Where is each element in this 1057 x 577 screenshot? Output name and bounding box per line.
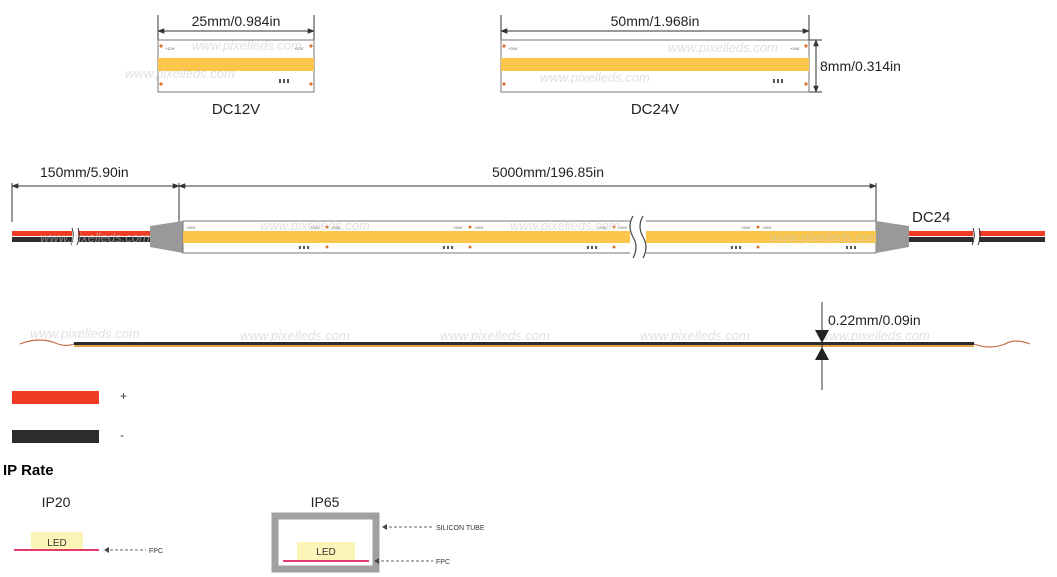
ip65-tube-label: SILICON TUBE	[436, 525, 485, 532]
strip-dc12v-voltage: DC12V	[212, 101, 260, 118]
legend-swatch-positive	[12, 391, 99, 404]
strip-profile: www.pixelleds.com www.pixelleds.com www.…	[19, 302, 1031, 390]
ip20-diagram: IP20 LED FPC	[14, 494, 163, 555]
ip65-diagram: IP65 LED SILICON TUBE FPC	[271, 494, 485, 573]
watermark: www.pixelleds.com	[125, 66, 235, 81]
long-strip-marking: +24V	[474, 225, 484, 230]
watermark: www.pixelleds.com	[820, 328, 930, 343]
ip20-led-label: LED	[47, 538, 66, 549]
strip-length: 5000mm/196.85in	[492, 164, 604, 180]
watermark: www.pixelleds.com	[510, 218, 620, 233]
watermark: www.pixelleds.com	[30, 326, 140, 341]
watermark: www.pixelleds.com	[192, 38, 302, 53]
long-strip-marking: +24V	[597, 225, 607, 230]
strip-dc24v-voltage: DC24V	[631, 101, 679, 118]
legend-positive-symbol: +	[120, 389, 128, 403]
strip-dc24v-marking-left: +24V	[508, 46, 518, 51]
legend-negative-symbol: -	[120, 428, 124, 442]
wire-legend	[12, 391, 99, 443]
strip-dc12v-length: 25mm/0.984in	[192, 13, 281, 29]
long-strip-marking: +24V	[741, 225, 751, 230]
strip-dc12v-marking-right: +12V	[294, 46, 304, 51]
watermark: www.pixelleds.com	[770, 230, 880, 245]
long-strip: 150mm/5.90in 5000mm/196.85in +24V +24V +…	[11, 164, 1045, 259]
ip65-fpc-label: FPC	[436, 559, 450, 566]
ip20-label: IP20	[42, 494, 71, 510]
ip65-led-label: LED	[316, 547, 335, 558]
watermark: www.pixelleds.com	[668, 40, 778, 55]
strip-dc24v-marking-right: +24V	[790, 46, 800, 51]
long-strip-voltage: DC24	[912, 209, 950, 226]
watermark: www.pixelleds.com	[40, 230, 150, 245]
ip-rate-heading: IP Rate	[3, 462, 54, 479]
ip20-fpc-label: FPC	[149, 548, 163, 555]
long-strip-marking: +24V	[186, 225, 196, 230]
ip65-label: IP65	[311, 494, 340, 510]
profile-thickness: 0.22mm/0.09in	[828, 312, 921, 328]
strip-dc12v: 25mm/0.984in +12V +12V www.pixelleds.com…	[125, 13, 315, 118]
long-strip-marking: +24V	[310, 225, 320, 230]
watermark: www.pixelleds.com	[440, 328, 550, 343]
strip-dc24v-width: 8mm/0.314in	[820, 58, 901, 74]
strip-dc24v: 50mm/1.968in +24V +24V www.pixelleds.com…	[500, 13, 901, 118]
long-strip-marking: +24V	[762, 225, 772, 230]
strip-dc12v-marking-left: +12V	[165, 46, 175, 51]
watermark: www.pixelleds.com	[260, 218, 370, 233]
legend-swatch-negative	[12, 430, 99, 443]
long-strip-marking: +24V	[331, 225, 341, 230]
long-strip-marking: +24V	[618, 225, 628, 230]
watermark: www.pixelleds.com	[540, 70, 650, 85]
watermark: www.pixelleds.com	[240, 328, 350, 343]
strip-dc24v-length: 50mm/1.968in	[611, 13, 700, 29]
watermark: www.pixelleds.com	[640, 328, 750, 343]
long-strip-marking: +24V	[453, 225, 463, 230]
lead-length: 150mm/5.90in	[40, 164, 129, 180]
